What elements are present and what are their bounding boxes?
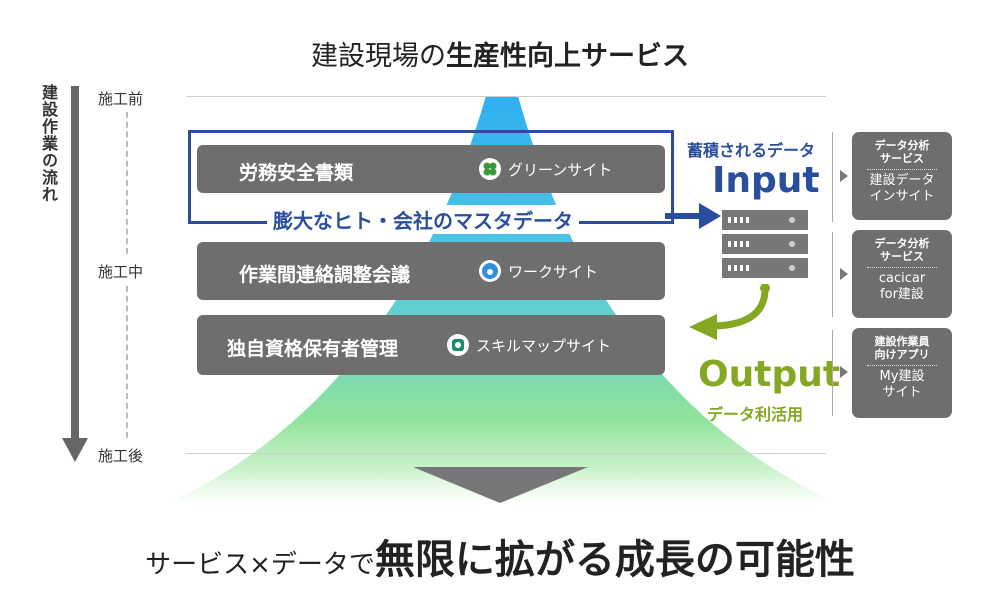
phase-connector xyxy=(126,112,128,254)
service-bar-label: 作業間連絡調整会議 xyxy=(239,264,411,286)
input-label: Input xyxy=(712,160,820,201)
bracket-line xyxy=(832,232,833,317)
service-bar-label: 労務安全書類 xyxy=(239,162,354,184)
cloud-gear-icon xyxy=(479,260,501,282)
work-site: ワークサイト xyxy=(479,260,598,282)
phase-before: 施工前 xyxy=(98,90,144,108)
card-name: 建設データ インサイト xyxy=(869,173,935,204)
card-divider xyxy=(867,169,937,170)
card-category: データ分析 サービス xyxy=(874,237,930,263)
output-caption: データ利活用 xyxy=(707,405,804,424)
badge-icon xyxy=(447,334,469,356)
card-category: データ分析 サービス xyxy=(874,139,930,165)
service-bar: 作業間連絡調整会議 ワークサイト xyxy=(197,242,665,300)
service-bar: 労務安全書類 グリーンサイト xyxy=(197,145,665,193)
service-card: データ分析 サービス cacicar for建設 xyxy=(852,230,952,318)
output-label: Output xyxy=(698,354,841,395)
phase-after: 施工後 xyxy=(98,447,144,465)
chevron-right-icon xyxy=(838,168,850,188)
service-bar: 独自資格保有者管理 スキルマップサイト xyxy=(197,315,665,375)
card-category: 建設作業員 向けアプリ xyxy=(874,335,930,361)
bracket-line xyxy=(832,132,833,222)
server-icon xyxy=(722,210,808,278)
page-title: 建設現場の生産性向上サービス xyxy=(311,41,689,72)
chevron-right-icon xyxy=(838,266,850,286)
master-data-label: 膨大なヒト・会社のマスタデータ xyxy=(267,205,579,234)
clover-icon xyxy=(479,158,501,180)
chevron-right-icon xyxy=(838,364,850,384)
phase-during: 施工中 xyxy=(98,263,144,281)
card-name: My建設 サイト xyxy=(879,369,925,400)
input-arrow xyxy=(665,203,721,229)
site-name: ワークサイト xyxy=(508,262,599,281)
divider xyxy=(186,96,826,97)
card-divider xyxy=(867,267,937,268)
tagline-emphasis: 無限に拡がる成長の可能性 xyxy=(374,537,855,583)
flow-label: 建設作業の流れ xyxy=(39,84,58,203)
bracket-line xyxy=(832,330,833,416)
service-card: データ分析 サービス 建設データ インサイト xyxy=(852,132,952,220)
service-card: 建設作業員 向けアプリ My建設 サイト xyxy=(852,328,952,418)
card-name: cacicar for建設 xyxy=(878,271,926,302)
site-name: スキルマップサイト xyxy=(476,336,612,355)
divider xyxy=(186,453,826,454)
card-divider xyxy=(867,365,937,366)
phase-connector xyxy=(126,286,128,438)
green-site: グリーンサイト xyxy=(479,158,612,180)
skill-map-site: スキルマップサイト xyxy=(447,334,611,356)
service-bar-label: 独自資格保有者管理 xyxy=(227,338,399,360)
tagline: サービス×データで無限に拡がる成長の可能性 xyxy=(0,527,1000,585)
tagline-lead: サービス×データで xyxy=(145,550,375,580)
site-name: グリーンサイト xyxy=(508,160,613,179)
output-arrow xyxy=(689,284,770,340)
flow-arrow xyxy=(62,86,88,462)
input-caption: 蓄積されるデータ xyxy=(687,141,816,160)
